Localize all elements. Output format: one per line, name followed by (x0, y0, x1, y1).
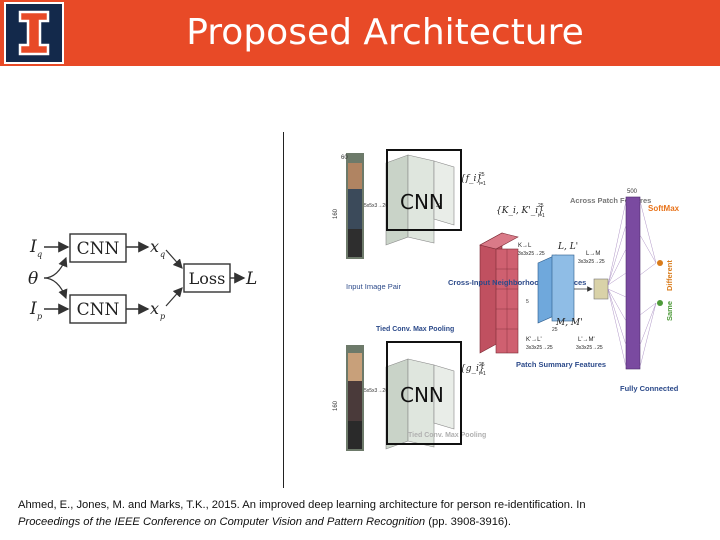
svg-text:3x3x25→25: 3x3x25→25 (576, 345, 603, 351)
svg-text:Patch Summary Features: Patch Summary Features (516, 360, 606, 369)
reid-architecture-figure: 60 160 160 5x5x3→20 5x5x3→20 Input Image… (333, 153, 680, 451)
cnn-box-bottom (69, 294, 127, 324)
fc-layer (625, 196, 641, 370)
citation-venue: Proceedings of the IEEE Conference on Co… (18, 516, 426, 528)
svg-text:Across Patch Features: Across Patch Features (570, 196, 651, 205)
svg-text:Same: Same (665, 301, 674, 321)
cnn-box-top (69, 233, 127, 263)
svg-text:25: 25 (552, 327, 558, 333)
theta-label: θ (28, 269, 38, 289)
input-iq-sub: q (37, 250, 42, 259)
svg-text:SoftMax: SoftMax (648, 204, 680, 213)
svg-text:M, M': M, M' (555, 318, 583, 328)
svg-text:25: 25 (479, 362, 485, 368)
svg-text:Fully Connected: Fully Connected (620, 384, 679, 393)
citation-pages: (pp. 3908-3916). (425, 516, 511, 528)
svg-text:3x3x25→25: 3x3x25→25 (578, 259, 605, 265)
feature-xq: x (150, 237, 159, 256)
svg-text:CNN: CNN (77, 300, 120, 320)
output-node-different (657, 260, 663, 266)
svg-text:i=1: i=1 (538, 213, 545, 219)
svg-text:Loss: Loss (189, 269, 226, 288)
svg-text:5x5x3→20: 5x5x3→20 (364, 203, 388, 209)
input-ip-sub: p (37, 312, 42, 321)
svg-text:3x3x25→25: 3x3x25→25 (518, 251, 545, 257)
input-ip-label: I (29, 299, 37, 319)
svg-text:Cross-Input Neighborhood Diffe: Cross-Input Neighborhood Differences (448, 278, 586, 287)
svg-text:L→M: L→M (586, 251, 600, 257)
svg-text:p: p (160, 312, 165, 321)
svg-text:Tied Conv. Max Pooling: Tied Conv. Max Pooling (376, 326, 454, 333)
cnn-overlay-box-top (386, 149, 462, 231)
header-bar: Proposed Architecture (0, 0, 720, 66)
block-i-logo (4, 2, 64, 64)
output-node-same (657, 300, 663, 306)
citation-authors: Ahmed, E., Jones, M. and Marks, T.K., 20… (18, 499, 586, 511)
svg-text:25: 25 (479, 172, 485, 178)
svg-text:Input Image Pair: Input Image Pair (346, 282, 402, 291)
svg-text:Tied Conv. Max Pooling: Tied Conv. Max Pooling (408, 432, 486, 439)
svg-text:L'→M': L'→M' (578, 337, 595, 343)
svg-text:K→L: K→L (518, 243, 532, 249)
cnn-overlay-boxes (386, 149, 462, 445)
svg-text:q: q (160, 250, 165, 259)
svg-text:160: 160 (333, 400, 339, 411)
svg-text:160: 160 (333, 208, 339, 219)
cnn-overlay-box-bottom (386, 341, 462, 445)
citation: Ahmed, E., Jones, M. and Marks, T.K., 20… (18, 497, 708, 531)
slide-title: Proposed Architecture (186, 12, 584, 53)
svg-text:i=1: i=1 (479, 181, 486, 187)
svg-text:{K_i, K'_i}: {K_i, K'_i} (496, 206, 544, 216)
feature-xp: x (150, 299, 159, 318)
svg-text:37: 37 (436, 203, 442, 209)
vertical-divider (283, 132, 284, 488)
svg-text:500: 500 (627, 189, 638, 195)
patch-summary-block (551, 254, 575, 322)
across-patch-block (593, 278, 609, 300)
cnn-overlay-bottom-label: CNN (400, 383, 444, 407)
svg-text:60: 60 (341, 155, 348, 161)
svg-text:5x5x3→20: 5x5x3→20 (364, 388, 388, 394)
svg-text:i=1: i=1 (479, 371, 486, 377)
svg-text:25: 25 (538, 203, 544, 209)
svg-text:Different: Different (665, 260, 674, 291)
loss-output-L: L (245, 269, 257, 289)
svg-text:3x3x25→25: 3x3x25→25 (526, 345, 553, 351)
svg-text:L, L': L, L' (557, 242, 578, 252)
svg-text:{g_i}: {g_i} (460, 364, 485, 374)
svg-text:K'→L': K'→L' (526, 337, 542, 343)
svg-text:5: 5 (526, 299, 529, 305)
input-iq-label: I (29, 237, 37, 257)
siamese-schematic: I q θ I p CNN CNN x q x p Loss L (28, 233, 257, 324)
cnn-overlay-top-label: CNN (400, 190, 444, 214)
svg-text:CNN: CNN (77, 239, 120, 259)
svg-text:{f_i}: {f_i} (460, 174, 482, 184)
